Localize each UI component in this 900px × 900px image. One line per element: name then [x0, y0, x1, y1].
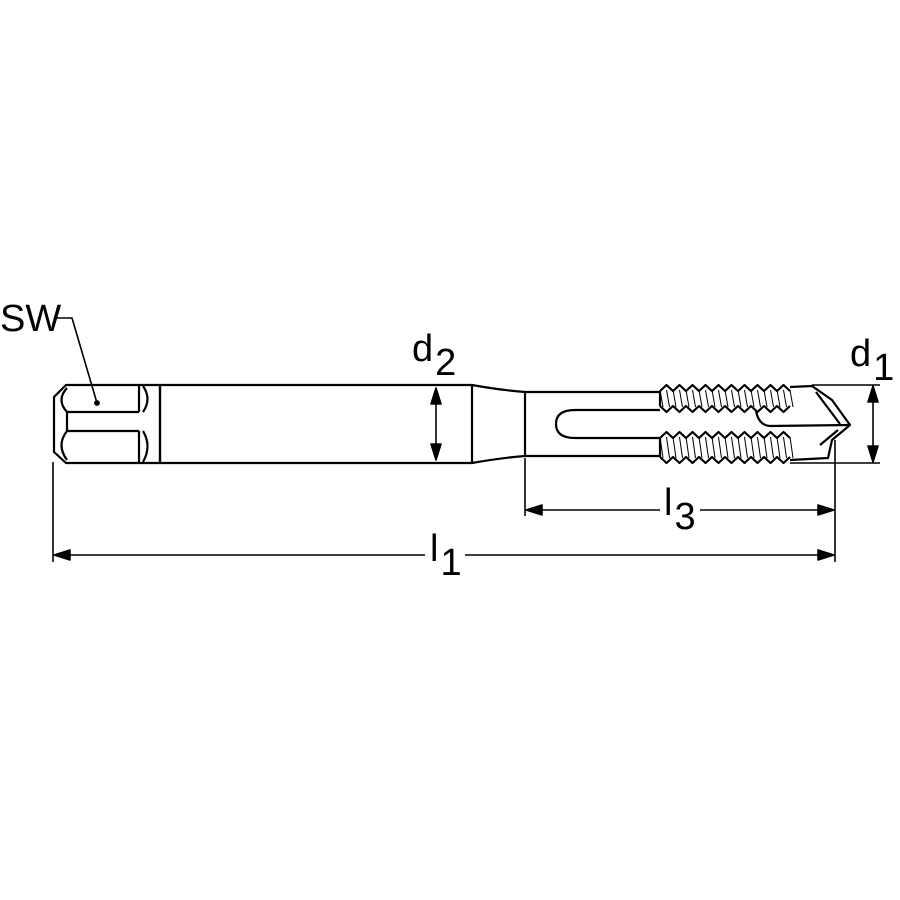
l1-label: l1 [430, 528, 462, 582]
thread-flank [776, 389, 781, 408]
thread-flank [737, 436, 742, 459]
thread-flank [685, 436, 690, 459]
thread-flank [783, 389, 787, 408]
thread-flank [679, 389, 683, 408]
d1-label: d1 [850, 333, 894, 387]
l3-label: l3 [664, 482, 696, 536]
thread-flank [666, 436, 670, 459]
thread-flank [770, 436, 774, 459]
thread-flank [776, 436, 781, 459]
thread-flank [685, 389, 690, 408]
thread-flank [744, 389, 748, 408]
thread-flank [731, 389, 735, 408]
thread-flank [698, 436, 703, 459]
thread-flank [724, 389, 729, 408]
thread-flank [698, 389, 703, 408]
square-drive-end [52, 383, 162, 465]
thread-flank [737, 389, 742, 408]
d1-sub: 1 [873, 347, 895, 389]
thread-flank [666, 389, 670, 408]
d2-sub: 2 [435, 342, 457, 384]
thread-flank [692, 436, 696, 459]
thread-flank [789, 389, 794, 408]
sw-leader [55, 317, 98, 404]
thread-flank [744, 436, 748, 459]
thread-flank [679, 436, 683, 459]
l1-main: l [430, 528, 439, 570]
thread-flank [724, 436, 729, 459]
thread-flank [692, 389, 696, 408]
thread-flank [789, 436, 794, 459]
thread-flank [750, 389, 755, 408]
thread-flank [757, 436, 761, 459]
l1-sub: 1 [440, 542, 462, 584]
thread-flank [770, 389, 774, 408]
d1-main: d [850, 333, 872, 375]
neck [471, 383, 660, 465]
thread-flank [672, 436, 677, 459]
lower-thread [659, 430, 791, 440]
l3-main: l [664, 482, 673, 524]
l3-sub: 3 [674, 496, 696, 538]
thread-flank [783, 436, 787, 459]
lower-thread [659, 455, 791, 465]
thread-flank [711, 389, 716, 408]
dimension-d1 [790, 384, 880, 464]
upper-thread [659, 404, 791, 414]
dimension-d2 [430, 387, 442, 461]
thread-flank [705, 436, 709, 459]
d2-main: d [412, 328, 434, 370]
shank [158, 383, 474, 465]
thread-flank [705, 389, 709, 408]
dimension-l3 [524, 440, 836, 562]
thread-flank [763, 436, 768, 459]
d2-label: d2 [412, 328, 456, 382]
thread-flank [763, 389, 768, 408]
thread-flank [672, 389, 677, 408]
thread-section [658, 383, 794, 465]
thread-flank [750, 436, 755, 459]
thread-flank [718, 389, 722, 408]
upper-thread [659, 383, 791, 393]
thread-flank [711, 436, 716, 459]
tip [754, 384, 852, 462]
thread-flank [731, 436, 735, 459]
thread-flank [718, 436, 722, 459]
thread-flank [757, 389, 761, 408]
dimension-l1 [52, 462, 835, 562]
sw-label: SW [0, 298, 62, 340]
